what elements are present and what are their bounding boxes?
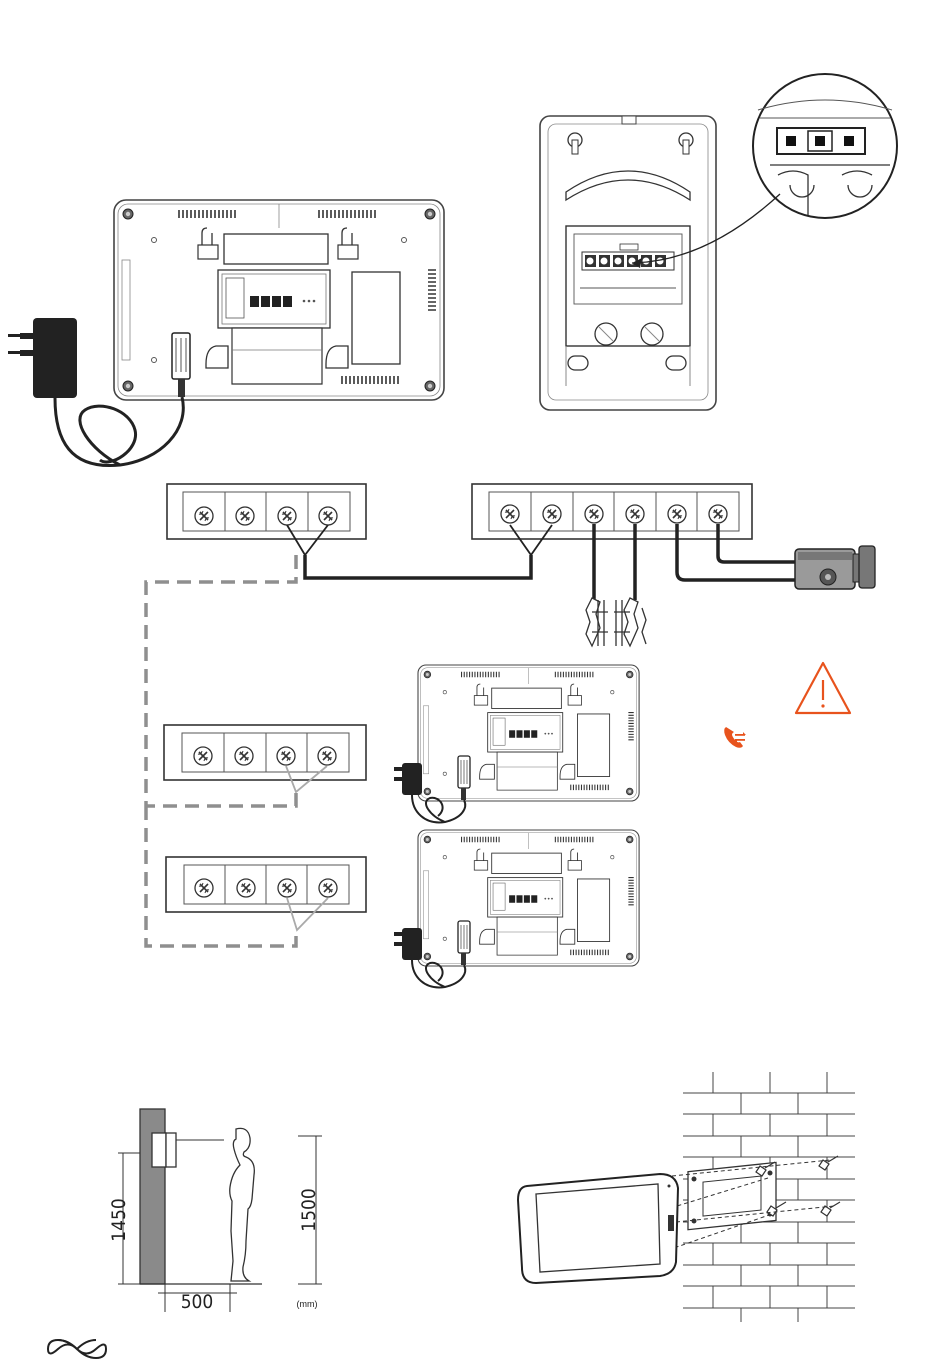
mounting-height-diagram bbox=[118, 1109, 322, 1312]
main-monitor-back bbox=[114, 200, 444, 400]
power-cable bbox=[55, 397, 183, 466]
door-station-back bbox=[540, 116, 716, 410]
monitor-front bbox=[518, 1174, 678, 1283]
unit-label: (mm) bbox=[297, 1299, 318, 1309]
brand-logo-icon bbox=[48, 1340, 106, 1358]
person-silhouette bbox=[230, 1128, 255, 1281]
extension-monitor-1-back bbox=[418, 665, 639, 801]
eye-height-label: 1500 bbox=[298, 1188, 320, 1232]
power-adapter-icon bbox=[8, 318, 77, 398]
warning-triangle-icon bbox=[796, 663, 850, 713]
terminal-block-main-monitor bbox=[167, 484, 366, 539]
extension-monitor-2-back bbox=[418, 830, 639, 966]
mount-height-label: 1450 bbox=[108, 1198, 130, 1242]
phone-transfer-icon bbox=[724, 727, 746, 748]
terminal-block-extension-2 bbox=[166, 857, 366, 930]
jumper-zoom-detail bbox=[753, 74, 897, 218]
electric-lock-icon bbox=[795, 546, 875, 589]
distance-label: 500 bbox=[181, 1291, 214, 1313]
cable-break-symbol bbox=[586, 598, 646, 646]
terminal-block-extension-1 bbox=[164, 725, 366, 792]
